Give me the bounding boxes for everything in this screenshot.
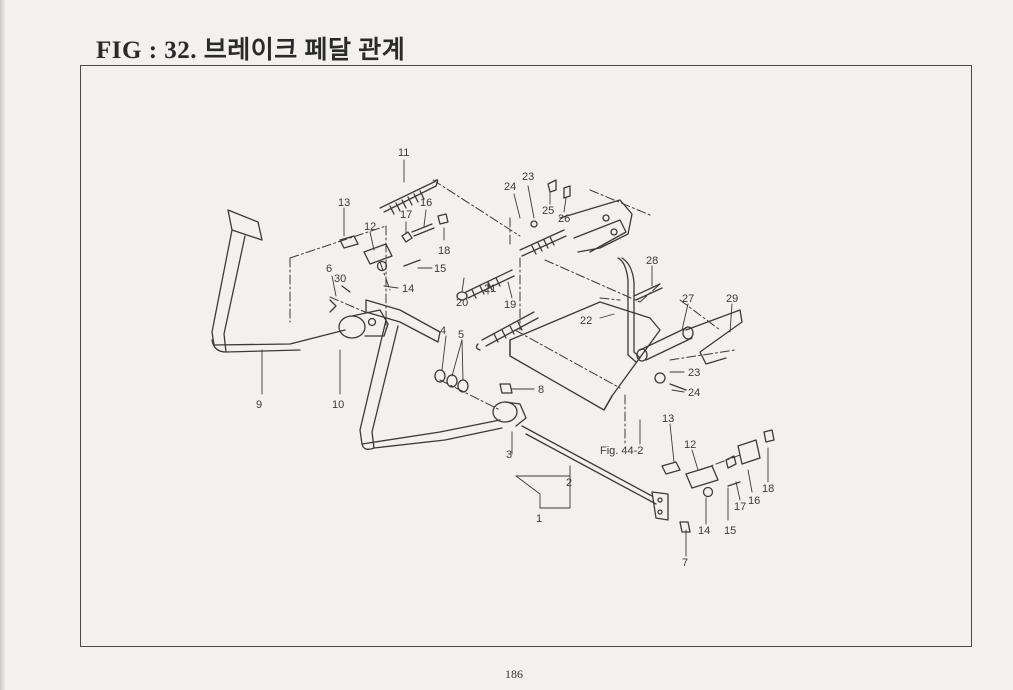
callout-17-right: 17 (734, 501, 746, 513)
callout-18-right: 18 (762, 483, 774, 495)
leader-lines (261, 159, 769, 557)
callout-28: 28 (646, 255, 658, 267)
assembly-centerlines (289, 179, 741, 471)
page-number: 186 (505, 667, 523, 681)
callout-16-right: 16 (748, 495, 760, 507)
callout-26: 26 (558, 213, 570, 225)
callout-22: 22 (580, 315, 592, 327)
callout-9: 9 (256, 399, 262, 411)
callout-13-right: 13 (662, 413, 674, 425)
callout-24: 24 (504, 181, 516, 193)
callout-25: 25 (542, 205, 554, 217)
callout-8: 8 (538, 384, 544, 396)
callout-13: 13 (338, 197, 350, 209)
callout-18: 18 (438, 245, 450, 257)
callout-3: 3 (506, 449, 512, 461)
pin (499, 383, 513, 394)
callout-14: 14 (402, 283, 414, 295)
floor-plate (509, 301, 661, 411)
callout-21: 21 (484, 283, 496, 295)
pivot-hub-left (329, 285, 389, 339)
clevis-group-left (339, 213, 449, 272)
callout-19: 19 (504, 299, 516, 311)
callout-27: 27 (682, 293, 694, 305)
callout-7: 7 (682, 557, 688, 569)
brake-pedal-left (211, 209, 346, 353)
callout-17: 17 (400, 209, 412, 221)
callout-23-right: 23 (688, 367, 700, 379)
callout-labels: 11 13 12 17 16 18 15 14 6 30 9 10 4 5 8 … (256, 147, 774, 569)
diagram-frame (80, 65, 972, 647)
brake-pedal-right (359, 299, 503, 450)
callout-12: 12 (364, 221, 376, 233)
callout-5: 5 (458, 329, 464, 341)
callout-4: 4 (440, 325, 446, 337)
callout-11: 11 (398, 147, 409, 159)
callout-30: 30 (334, 273, 346, 285)
clevis-group-right (661, 429, 775, 533)
callout-10: 10 (332, 399, 344, 411)
callout-12-right: 12 (684, 439, 696, 451)
figure-title: FIG : 32. 브레이크 페달 관계 (96, 37, 406, 64)
callout-16: 16 (420, 197, 432, 209)
callout-24-right: 24 (688, 387, 700, 399)
callout-15: 15 (434, 263, 446, 275)
callout-6: 6 (326, 263, 332, 275)
callout-20: 20 (456, 297, 468, 309)
callout-14-right: 14 (698, 525, 710, 537)
callout-29: 29 (726, 293, 738, 305)
callout-2: 2 (566, 477, 572, 489)
figure-reference: Fig. 44-2 (600, 445, 643, 457)
return-spring-top (379, 179, 439, 215)
callout-1: 1 (536, 513, 542, 525)
callout-15-right: 15 (724, 525, 736, 537)
spring-assembly-mid (456, 229, 567, 351)
mounting-bracket (530, 179, 641, 363)
callout-23: 23 (522, 171, 534, 183)
cross-shaft (492, 401, 669, 521)
binding-edge (0, 0, 5, 690)
